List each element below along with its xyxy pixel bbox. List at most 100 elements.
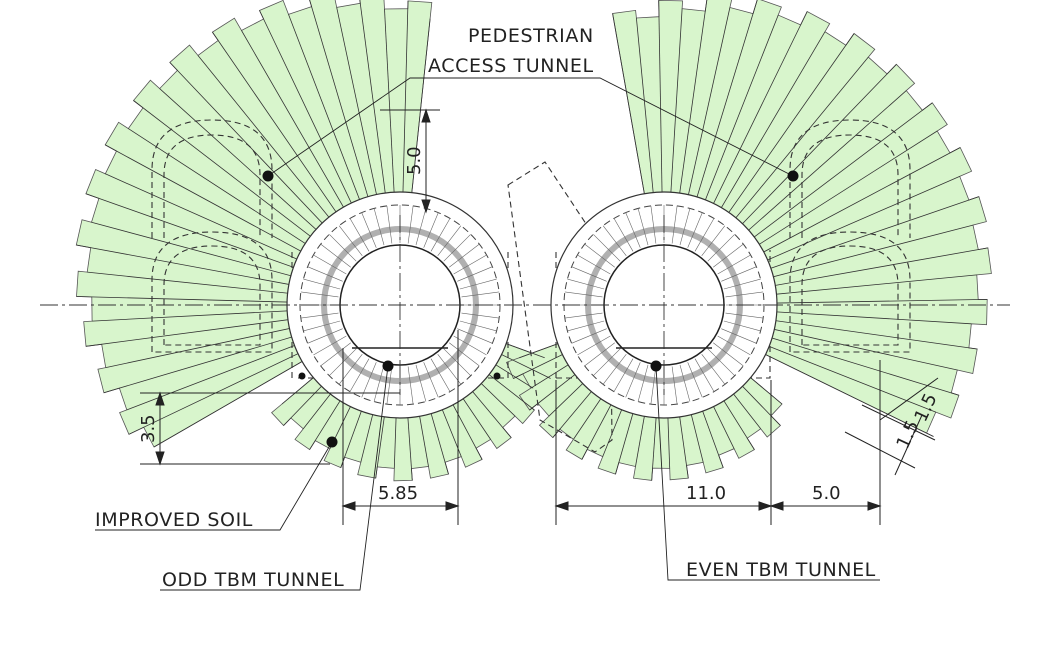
left-lower-inner	[163, 245, 261, 346]
segment-line	[613, 358, 634, 392]
segment-line	[625, 362, 641, 398]
right-lower-inner	[801, 245, 899, 346]
even-tbm-label: EVEN TBM TUNNEL	[686, 559, 876, 581]
segment-line	[567, 278, 605, 290]
segment-line	[721, 266, 757, 282]
segment-line	[386, 205, 393, 244]
segment-line	[701, 354, 726, 385]
segment-line	[593, 348, 621, 376]
dim-odd-width: 5.85	[378, 483, 418, 504]
segment-line	[453, 335, 487, 356]
leader-dots	[262, 170, 799, 448]
segment-line	[320, 243, 351, 268]
segment-line	[457, 266, 493, 282]
segment-line	[430, 218, 451, 252]
segment-line	[625, 212, 641, 248]
segment-line	[437, 225, 462, 256]
segment-line	[303, 320, 341, 332]
segment-line	[613, 218, 634, 252]
segment-line	[313, 335, 347, 356]
segment-line	[721, 328, 757, 344]
segment-line	[671, 205, 678, 244]
improved-soil-leader	[95, 441, 333, 531]
segment-line	[449, 243, 480, 268]
segment-line	[650, 205, 657, 244]
pedestrian-leader	[267, 77, 794, 177]
segment-line	[407, 366, 414, 405]
segment-line	[407, 205, 414, 244]
improved-soil-label: IMPROVED SOIL	[95, 509, 253, 531]
segment-line	[717, 254, 751, 275]
segment-line	[564, 291, 603, 298]
segment-line	[650, 366, 657, 405]
odd-tbm-leader	[160, 365, 389, 591]
segment-line	[361, 212, 377, 248]
segment-line	[430, 358, 451, 392]
odd-tbm-label: ODD TBM TUNNEL	[162, 569, 344, 591]
segment-line	[453, 254, 487, 275]
segment-line	[307, 266, 343, 282]
segment-line	[338, 225, 363, 256]
segment-line	[571, 266, 607, 282]
segment-line	[423, 362, 439, 398]
segment-line	[443, 234, 471, 262]
segment-line	[300, 312, 339, 319]
segment-line	[694, 218, 715, 252]
segment-line	[349, 358, 370, 392]
segment-line	[717, 335, 751, 356]
segment-line	[449, 342, 480, 367]
pedestrian-label-line2: ACCESS TUNNEL	[428, 55, 594, 77]
pedestrian-label-line1: PEDESTRIAN	[468, 25, 594, 47]
segment-line	[415, 208, 427, 246]
segment-line	[725, 312, 764, 319]
segment-line	[602, 354, 627, 385]
segment-line	[386, 366, 393, 405]
cross-passage-outline	[507, 161, 613, 453]
segment-line	[303, 278, 341, 290]
dim-vertical-top: 5.0	[404, 146, 425, 175]
segment-line	[679, 208, 691, 246]
segment-line	[687, 362, 703, 398]
left-upper-inner	[163, 134, 261, 238]
segment-line	[461, 312, 500, 319]
segment-line	[713, 342, 744, 367]
segment-line	[459, 320, 497, 332]
segment-line	[313, 254, 347, 275]
segment-line	[602, 225, 627, 256]
segment-line	[637, 364, 649, 402]
segment-line	[571, 328, 607, 344]
dim-offset-right: 5.0	[812, 483, 841, 504]
segment-line	[349, 218, 370, 252]
segment-line	[459, 278, 497, 290]
segment-line	[361, 362, 377, 398]
leader-lines	[95, 77, 880, 591]
left-upper-access-tunnel	[151, 119, 273, 238]
right-lower-access-tunnel	[789, 231, 911, 353]
even-tbm-leader	[655, 365, 880, 581]
segment-line	[584, 243, 615, 268]
segment-line	[671, 366, 678, 405]
segment-line	[300, 291, 339, 298]
dimension-lines	[140, 108, 939, 525]
segment-line	[679, 364, 691, 402]
segment-line	[584, 342, 615, 367]
right-upper-access-tunnel	[789, 119, 911, 238]
segment-line	[723, 278, 761, 290]
segment-line	[461, 291, 500, 298]
segment-line	[373, 208, 385, 246]
segment-line	[320, 342, 351, 367]
segment-line	[415, 364, 427, 402]
segment-line	[687, 212, 703, 248]
right-upper-inner	[801, 134, 899, 238]
segment-line	[725, 291, 764, 298]
segment-line	[564, 312, 603, 319]
segment-line	[373, 364, 385, 402]
segment-line	[329, 234, 357, 262]
segment-line	[707, 348, 735, 376]
segment-line	[567, 320, 605, 332]
segment-line	[577, 254, 611, 275]
segment-line	[707, 234, 735, 262]
centerlines	[40, 215, 1010, 395]
dim-even-width: 11.0	[686, 483, 726, 504]
